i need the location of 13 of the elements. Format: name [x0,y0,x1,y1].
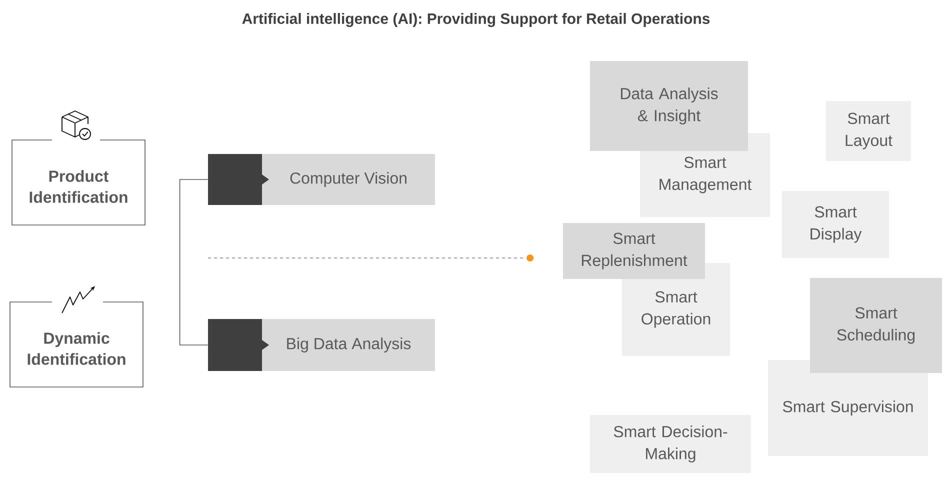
application-box: Smart Decision-Making [590,415,751,473]
application-box: Data Analysis & Insight [590,61,748,151]
identification-box: Product Identification [12,140,146,226]
technology-box: Computer Vision [208,154,435,205]
technology-box: Big Data Analysis [208,319,435,371]
identification-box: Dynamic Identification [10,302,144,388]
application-box: Smart Supervision [768,360,928,456]
application-box: Smart Scheduling [810,278,942,373]
application-box: Smart Layout [826,101,912,161]
connector [179,179,208,346]
application-box: Smart Display [782,191,890,258]
title: Artificial intelligence (AI): Providing Support for Retail Operations [242,12,710,28]
application-box: Smart Replenishment [563,223,705,279]
